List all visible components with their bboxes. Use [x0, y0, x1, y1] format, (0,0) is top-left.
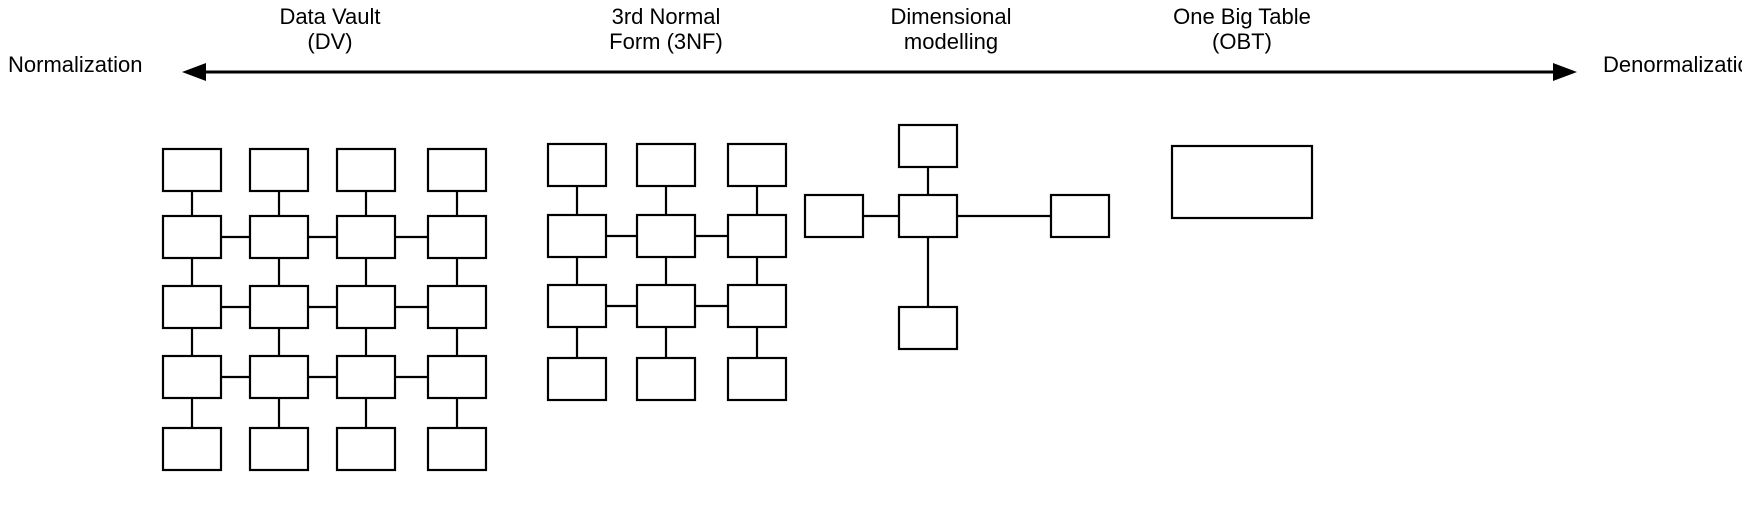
- third-normal-form-table-box: [546, 283, 608, 329]
- dimensional-modelling-cluster: [803, 123, 1111, 351]
- third-normal-form-table-box: [726, 142, 788, 188]
- third-normal-form-table-box: [726, 356, 788, 402]
- data-vault-table-box: [161, 426, 223, 472]
- dimension-table-box-top: [897, 123, 959, 169]
- stage-title-one-big-table: One Big Table (OBT): [1173, 4, 1311, 54]
- third-normal-form-table-box: [635, 356, 697, 402]
- dimension-table-box-bottom: [897, 305, 959, 351]
- axis-label-normalization: Normalization: [8, 52, 143, 77]
- data-vault-table-box: [335, 214, 397, 260]
- stage-title-third-normal-form: 3rd Normal Form (3NF): [609, 4, 723, 54]
- data-vault-table-box: [426, 354, 488, 400]
- arrow-head-right: [1553, 63, 1577, 81]
- data-vault-table-box: [248, 354, 310, 400]
- data-vault-table-box: [248, 284, 310, 330]
- data-vault-cluster: [161, 147, 488, 472]
- third-normal-form-table-box: [546, 356, 608, 402]
- data-vault-table-box: [248, 426, 310, 472]
- third-normal-form-table-box: [635, 283, 697, 329]
- dimension-table-box-right: [1049, 193, 1111, 239]
- data-vault-table-box: [161, 284, 223, 330]
- data-vault-table-box: [426, 426, 488, 472]
- data-vault-table-box: [335, 426, 397, 472]
- data-vault-table-box: [426, 284, 488, 330]
- third-normal-form-table-box: [546, 213, 608, 259]
- fact-table-box-center: [897, 193, 959, 239]
- third-normal-form-table-box: [726, 283, 788, 329]
- one-big-table-cluster: [1170, 144, 1314, 220]
- data-vault-table-box: [426, 147, 488, 193]
- stage-title-dimensional-modelling: Dimensional modelling: [890, 4, 1012, 54]
- normalization-axis: [182, 63, 1577, 81]
- data-vault-table-box: [335, 354, 397, 400]
- data-vault-table-box: [161, 147, 223, 193]
- data-vault-table-box: [426, 214, 488, 260]
- data-vault-table-box: [335, 147, 397, 193]
- third-normal-form-table-box: [635, 142, 697, 188]
- third-normal-form-table-box: [635, 213, 697, 259]
- third-normal-form-cluster: [546, 142, 788, 402]
- third-normal-form-table-box: [546, 142, 608, 188]
- arrow-head-left: [182, 63, 206, 81]
- data-vault-table-box: [248, 214, 310, 260]
- dimension-table-box-left: [803, 193, 865, 239]
- data-vault-table-box: [248, 147, 310, 193]
- data-vault-table-box: [161, 354, 223, 400]
- data-vault-table-box: [161, 214, 223, 260]
- axis-label-denormalization: Denormalization: [1603, 52, 1742, 77]
- one-big-table-box: [1170, 144, 1314, 220]
- stage-title-data-vault: Data Vault (DV): [279, 4, 381, 54]
- third-normal-form-table-box: [726, 213, 788, 259]
- data-vault-table-box: [335, 284, 397, 330]
